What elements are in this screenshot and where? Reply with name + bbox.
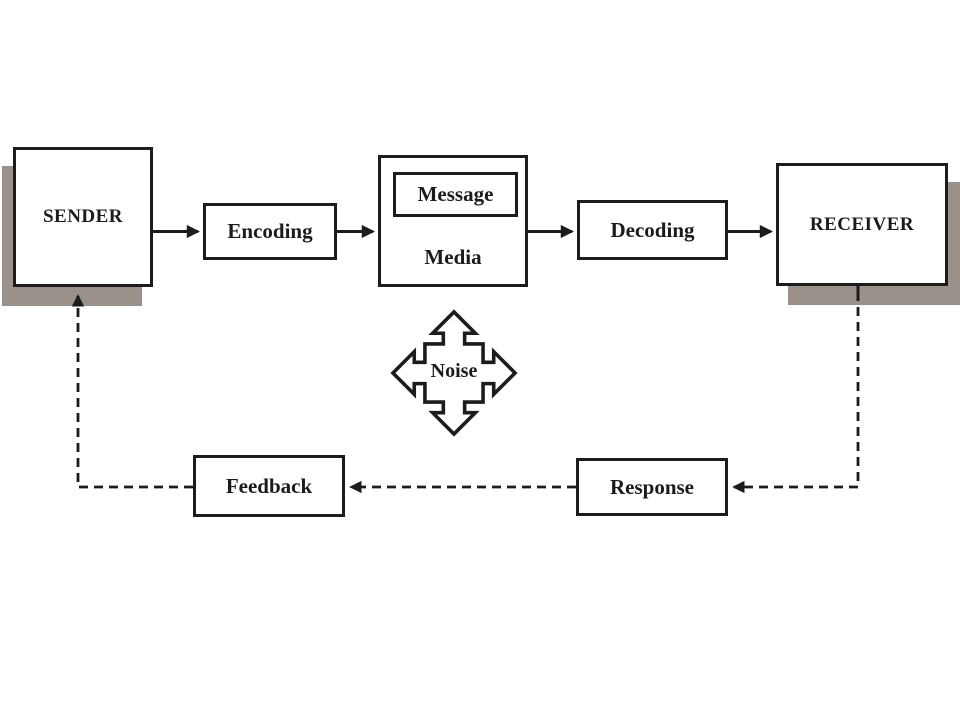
receiver-node: RECEIVER xyxy=(776,163,948,286)
message-media-node: Message Media xyxy=(378,155,528,287)
response-node: Response xyxy=(576,458,728,516)
decoding-label: Decoding xyxy=(610,217,695,242)
encoding-node: Encoding xyxy=(203,203,337,260)
sender-node: SENDER xyxy=(13,147,153,287)
feedback-label: Feedback xyxy=(225,473,313,498)
message-label: Message xyxy=(417,182,494,206)
noise-cross-icon xyxy=(390,309,518,437)
receiver-label: RECEIVER xyxy=(809,213,915,235)
sender-label: SENDER xyxy=(42,206,124,227)
feedback-node: Feedback xyxy=(193,455,345,517)
encoding-label: Encoding xyxy=(227,219,313,243)
response-label: Response xyxy=(609,474,694,499)
dashed-feedback-to-sender xyxy=(71,294,193,489)
message-inner-box: Message xyxy=(393,172,518,217)
media-label: Media xyxy=(424,245,482,269)
noise-label: Noise xyxy=(430,360,478,382)
dashed-receiver-to-response xyxy=(732,307,860,494)
decoding-node: Decoding xyxy=(577,200,728,260)
